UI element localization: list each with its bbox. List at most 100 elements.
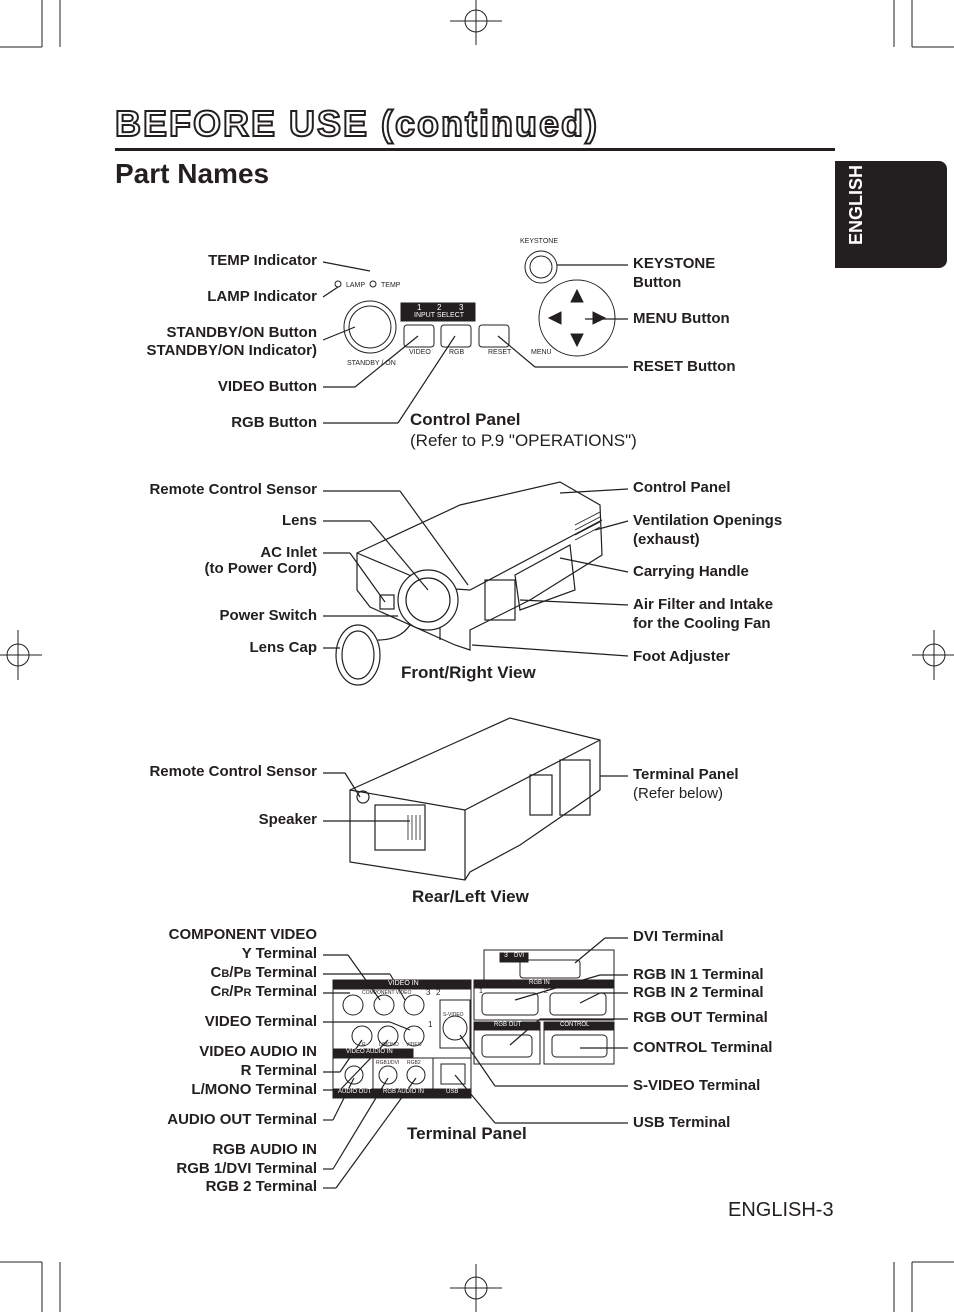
- tp-text-video: VIDEO: [406, 1042, 422, 1048]
- label-y-terminal: Y Terminal: [241, 945, 317, 962]
- label-foot-adjuster: Foot Adjuster: [633, 648, 730, 665]
- tp-text-dvi: DVI: [514, 953, 525, 959]
- label-carrying-handle: Carrying Handle: [633, 563, 749, 580]
- label-rgb-out-terminal: RGB OUT Terminal: [633, 1009, 768, 1026]
- label-l-mono-terminal: L/MONO Terminal: [191, 1081, 317, 1098]
- label-rgb1-dvi-terminal: RGB 1/DVI Terminal: [176, 1160, 317, 1177]
- label-r-terminal: R Terminal: [240, 1062, 317, 1079]
- page-number: ENGLISH-3: [728, 1199, 834, 1221]
- label-lens: Lens: [281, 512, 317, 529]
- label-video-button: VIDEO Button: [217, 378, 317, 395]
- label-temp-indicator: TEMP Indicator: [208, 252, 317, 269]
- label-terminal-panel-note: (Refer below): [633, 785, 724, 802]
- tp-text-rgb1-dvi: RGB1/DVI: [376, 1060, 400, 1066]
- tp-text-rgb2: RGB2: [407, 1060, 421, 1066]
- label-menu-button: MENU Button: [633, 310, 730, 327]
- panel-text-menu: MENU: [531, 349, 552, 356]
- label-ventilation-note: (exhaust): [633, 531, 700, 548]
- rear-view-leaders: [323, 772, 628, 822]
- label-air-filter: Air Filter and Intake: [633, 596, 774, 613]
- label-ac-inlet-note: (to Power Cord): [204, 560, 318, 577]
- label-rgb-button: RGB Button: [231, 414, 317, 431]
- label-power-switch: Power Switch: [219, 607, 317, 624]
- tp-text-n1: 1: [428, 1020, 433, 1029]
- panel-text-input-select: INPUT SELECT: [414, 312, 465, 319]
- label-cb-terminal: CB/PB Terminal: [210, 964, 317, 981]
- control-panel-leaders: [322, 261, 628, 424]
- tp-text-rgbin-n1: 1: [479, 988, 483, 995]
- rear-view-caption: Rear/Left View: [412, 887, 529, 906]
- panel-text-temp: TEMP: [381, 282, 401, 289]
- tp-text-n3: 3: [426, 988, 431, 997]
- panel-text-num2: 2: [437, 303, 442, 312]
- front-view-projector: [335, 481, 603, 686]
- tp-text-rgb-out: RGB OUT: [494, 1022, 522, 1028]
- label-standby-button: STANDBY/ON Button: [166, 324, 317, 341]
- terminal-panel-leaders: [323, 937, 628, 1189]
- label-rgb-in1-terminal: RGB IN 1 Terminal: [633, 966, 764, 983]
- label-audio-out: AUDIO OUT Terminal: [167, 1111, 317, 1128]
- title-rule: [115, 148, 835, 151]
- tp-text-control: CONTROL: [560, 1022, 590, 1028]
- terminal-panel-diagram: [332, 949, 615, 1099]
- section-title: Part Names: [115, 158, 270, 189]
- label-lens-cap: Lens Cap: [249, 639, 317, 656]
- language-tab: [835, 161, 947, 268]
- label-component-video: COMPONENT VIDEO: [168, 926, 317, 943]
- label-keystone-button: Button: [633, 274, 682, 291]
- panel-text-video: VIDEO: [409, 349, 431, 356]
- tp-text-r: R: [362, 1042, 366, 1048]
- label-standby-indicator: STANDBY/ON Indicator): [146, 342, 317, 359]
- panel-text-lamp: LAMP: [346, 282, 366, 289]
- panel-text-reset: RESET: [488, 349, 512, 356]
- panel-text-num3: 3: [459, 303, 464, 312]
- label-ac-inlet: AC Inlet: [260, 544, 317, 561]
- panel-text-standby: STANDBY / ON: [347, 360, 396, 367]
- label-lamp-indicator: LAMP Indicator: [207, 288, 317, 305]
- tp-text-s-video: S-VIDEO: [443, 1012, 464, 1018]
- label-video-terminal: VIDEO Terminal: [204, 1013, 317, 1030]
- control-panel-diagram: [334, 250, 616, 357]
- control-panel-caption: Control Panel: [410, 410, 521, 429]
- tp-text-l-mono: L/MONO: [379, 1042, 399, 1048]
- label-rgb2-terminal: RGB 2 Terminal: [205, 1178, 317, 1195]
- label-speaker: Speaker: [258, 811, 317, 828]
- tp-text-audio-out: AUDIO OUT: [338, 1089, 372, 1095]
- tp-text-n2: 2: [436, 988, 441, 997]
- tp-text-component: COMPONENT VIDEO: [362, 990, 412, 996]
- panel-text-rgb: RGB: [449, 349, 465, 356]
- label-control-panel: Control Panel: [633, 479, 731, 496]
- front-view-caption: Front/Right View: [401, 663, 536, 682]
- tp-text-video-in: VIDEO IN: [388, 980, 419, 987]
- label-s-video-terminal: S-VIDEO Terminal: [633, 1077, 761, 1094]
- label-reset-button: RESET Button: [633, 358, 736, 375]
- tp-text-vaudio-in: VIDEO AUDIO IN: [346, 1049, 393, 1055]
- label-remote-sensor-front: Remote Control Sensor: [149, 481, 317, 498]
- label-rgb-audio-in: RGB AUDIO IN: [212, 1141, 317, 1158]
- label-video-audio-in: VIDEO AUDIO IN: [199, 1043, 317, 1060]
- label-rgb-in2-terminal: RGB IN 2 Terminal: [633, 984, 764, 1001]
- panel-text-keystone: KEYSTONE: [520, 238, 558, 245]
- label-cr-terminal: CR/PR Terminal: [210, 983, 317, 1000]
- label-usb-terminal: USB Terminal: [633, 1114, 731, 1131]
- label-remote-sensor-rear: Remote Control Sensor: [149, 763, 317, 780]
- tp-text-rgbin-n2: 2: [544, 988, 548, 995]
- tp-text-rgb-in: RGB IN: [529, 980, 550, 986]
- panel-text-num1: 1: [417, 303, 422, 312]
- page-title: BEFORE USE (continued): [114, 102, 599, 145]
- control-panel-note: (Refer to P.9 "OPERATIONS"): [410, 431, 637, 450]
- label-control-terminal: CONTROL Terminal: [633, 1039, 773, 1056]
- label-air-filter-note: for the Cooling Fan: [633, 615, 771, 632]
- label-keystone: KEYSTONE: [633, 255, 716, 272]
- label-terminal-panel: Terminal Panel: [633, 766, 739, 783]
- rear-view-projector: [349, 717, 601, 881]
- label-ventilation: Ventilation Openings: [633, 512, 783, 529]
- tp-text-rgb-audio-in: RGB AUDIO IN: [383, 1089, 425, 1095]
- tp-text-usb: USB: [446, 1089, 459, 1095]
- front-view-leaders: [323, 488, 629, 657]
- label-dvi-terminal: DVI Terminal: [633, 928, 724, 945]
- language-tab-label: ENGLISH: [846, 164, 866, 245]
